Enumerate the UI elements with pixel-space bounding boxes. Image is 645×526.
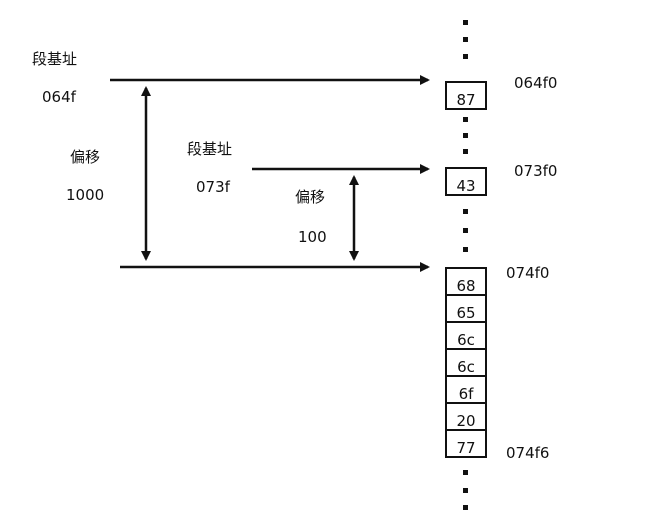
memory-cell-074f6: 77	[445, 429, 487, 458]
seg1-base-title: 段基址	[32, 50, 78, 68]
address-label-074f0: 074f0	[506, 264, 550, 282]
seg1-base-value: 064f	[42, 88, 76, 106]
memory-dots-bottom	[463, 470, 468, 510]
address-label-074f6: 074f6	[506, 444, 550, 462]
address-label-073f0: 073f0	[514, 162, 558, 180]
memory-dots-top	[463, 20, 468, 59]
offset2-title: 偏移	[295, 188, 326, 206]
offset2-value: 100	[298, 228, 327, 246]
memory-dots-middle-2	[463, 209, 468, 252]
memory-cell-074f4: 6f	[445, 375, 487, 404]
offset1-value: 1000	[66, 186, 105, 204]
seg2-base-title: 段基址	[187, 140, 233, 158]
memory-cell-074f0: 68	[445, 267, 487, 296]
seg2-base-value: 073f	[196, 178, 230, 196]
address-label-064f0: 064f0	[514, 74, 558, 92]
memory-cell-074f3: 6c	[445, 348, 487, 377]
memory-cell-074f1: 65	[445, 294, 487, 323]
memory-cell-074f2: 6c	[445, 321, 487, 350]
offset1-title: 偏移	[70, 148, 101, 166]
memory-cell-073f0: 43	[445, 167, 487, 196]
memory-cell-064f0: 87	[445, 81, 487, 110]
memory-cell-074f5: 20	[445, 402, 487, 431]
memory-dots-middle-1	[463, 117, 468, 154]
